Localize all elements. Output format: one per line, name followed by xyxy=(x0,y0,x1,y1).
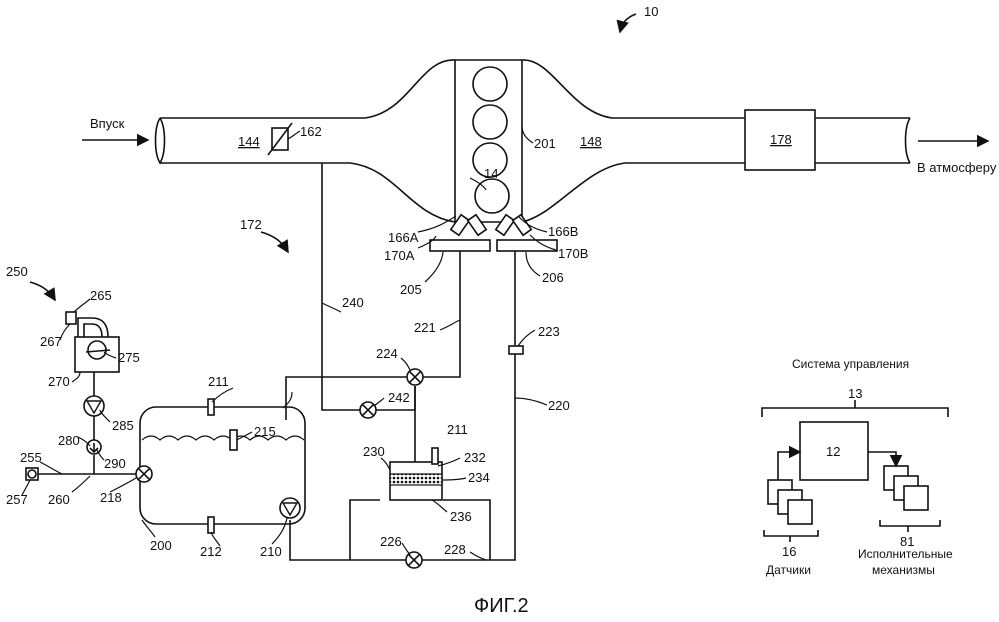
ref-210: 210 xyxy=(260,544,282,559)
ref-166b: 166B xyxy=(548,224,578,239)
ref-255: 255 xyxy=(20,450,42,465)
ref-170a: 170A xyxy=(384,248,415,263)
fuel-vapor-canister xyxy=(390,448,442,500)
ref-148: 148 xyxy=(580,134,602,149)
ref-267: 267 xyxy=(40,334,62,349)
ref-206: 206 xyxy=(542,270,564,285)
ref-13: 13 xyxy=(848,386,862,401)
actuators-label-line1: Исполнительные xyxy=(858,547,953,561)
ref-218: 218 xyxy=(100,490,122,505)
ref-240: 240 xyxy=(342,295,364,310)
ref-162: 162 xyxy=(300,124,322,139)
ref-178: 178 xyxy=(770,132,792,147)
ref-220: 220 xyxy=(548,398,570,413)
ref-14: 14 xyxy=(484,166,498,181)
ref-236: 236 xyxy=(450,509,472,524)
ref-200: 200 xyxy=(150,538,172,553)
ref-201: 201 xyxy=(534,136,556,151)
ref-215: 215 xyxy=(254,424,276,439)
ref-224: 224 xyxy=(376,346,398,361)
flow-arrows xyxy=(30,14,988,300)
ref-280: 280 xyxy=(58,433,80,448)
fuel-tank xyxy=(140,399,305,533)
pressure-sensor-223 xyxy=(509,346,523,354)
ref-223: 223 xyxy=(538,324,560,339)
ref-257: 257 xyxy=(6,492,28,507)
ref-270: 270 xyxy=(48,374,70,389)
ref-242: 242 xyxy=(388,390,410,405)
ref-144: 144 xyxy=(238,134,260,149)
ref-212: 212 xyxy=(200,544,222,559)
engine-block xyxy=(455,60,522,222)
ref-250: 250 xyxy=(6,264,28,279)
ref-16: 16 xyxy=(782,544,796,559)
ref-275: 275 xyxy=(118,350,140,365)
actuators-label-line2: механизмы xyxy=(872,563,935,577)
figure-caption: ФИГ.2 xyxy=(474,595,529,617)
ref-12: 12 xyxy=(826,444,840,459)
ref-285: 285 xyxy=(112,418,134,433)
ref-166a: 166A xyxy=(388,230,419,245)
ref-170b: 170B xyxy=(558,246,588,261)
ref-10: 10 xyxy=(644,4,658,19)
exhaust-label: В атмосферу xyxy=(917,160,997,175)
intake-label: Впуск xyxy=(90,116,125,131)
ref-226: 226 xyxy=(380,534,402,549)
ref-205: 205 xyxy=(400,282,422,297)
ref-228: 228 xyxy=(444,542,466,557)
ref-211b: 211 xyxy=(447,422,468,437)
ref-230: 230 xyxy=(363,444,385,459)
ref-172: 172 xyxy=(240,217,262,232)
ref-265: 265 xyxy=(90,288,112,303)
ref-221: 221 xyxy=(414,320,436,335)
ref-234: 234 xyxy=(468,470,490,485)
manifold xyxy=(156,60,911,222)
ref-290: 290 xyxy=(104,456,126,471)
ref-260: 260 xyxy=(48,492,70,507)
sensors-label: Датчики xyxy=(766,563,811,577)
control-system xyxy=(762,400,948,542)
ref-211a: 211 xyxy=(208,374,229,389)
ref-232: 232 xyxy=(464,450,486,465)
control-system-label: Система управления xyxy=(792,357,909,371)
